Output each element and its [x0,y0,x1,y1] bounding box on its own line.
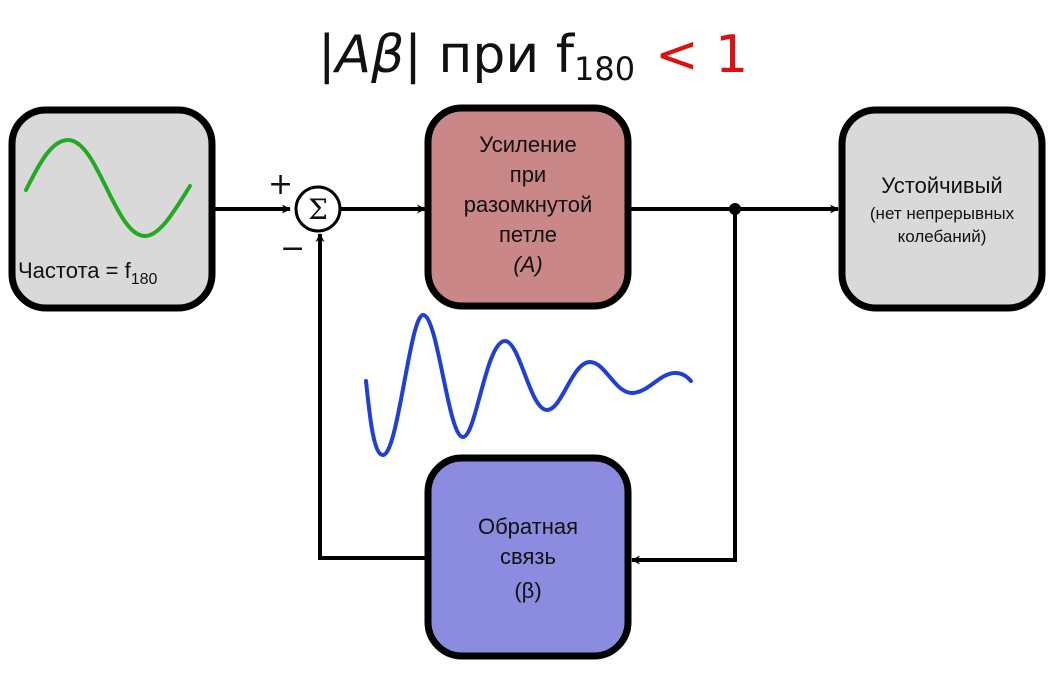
stable-output-block: Устойчивый (нет непрерывных колебаний) [838,106,1046,312]
sine-wave-icon [24,137,192,239]
output-line-2: колебаний) [898,227,987,246]
title-a: A [333,25,372,85]
gain-label-symbol: (A) [513,252,542,277]
title-beta: β [370,25,404,85]
input-label: Частота = f180 [18,258,158,288]
feedback-line-3: (β) [514,578,541,603]
gain-label-line-3: разомкнутой [464,192,593,217]
gain-label-line-2: при [510,162,546,187]
gain-label-line-1: Усиление [479,132,577,157]
title-at: при f [422,25,576,85]
arrow-to-feedback [631,209,737,565]
minus-sign: − [280,231,305,266]
input-block-box [8,106,216,312]
open-loop-gain-block: Усиление при разомкнутой петле (A) [424,104,632,310]
output-title: Устойчивый [881,173,1002,198]
feedback-line-2: связь [500,544,556,569]
sigma-icon: Σ [308,193,328,226]
feedback-block: Обратная связь (β) [424,454,632,660]
feedback-block-box [424,454,632,660]
input-label-sub: 180 [131,271,158,288]
damped-oscillation-wave [364,312,693,458]
gain-block-box [424,104,632,310]
feedback-line-1: Обратная [478,514,578,539]
input-label-main: Частота = f [18,258,132,283]
title-abs-close: | [404,25,422,85]
title-subscript: 180 [574,50,635,88]
summing-junction: Σ + − [268,167,342,266]
arrow-feedback-to-sum [315,233,428,560]
title-condition: < 1 [655,25,748,85]
title: |Aβ| при f180< 1 [318,25,748,88]
output-block-box [838,106,1046,312]
title-abs-open: | [318,25,336,85]
gain-label-line-4: петле [499,222,557,247]
plus-sign: + [268,167,293,202]
output-line-1: (нет непрерывных [870,204,1015,223]
input-signal-block: Частота = f180 [8,106,216,312]
